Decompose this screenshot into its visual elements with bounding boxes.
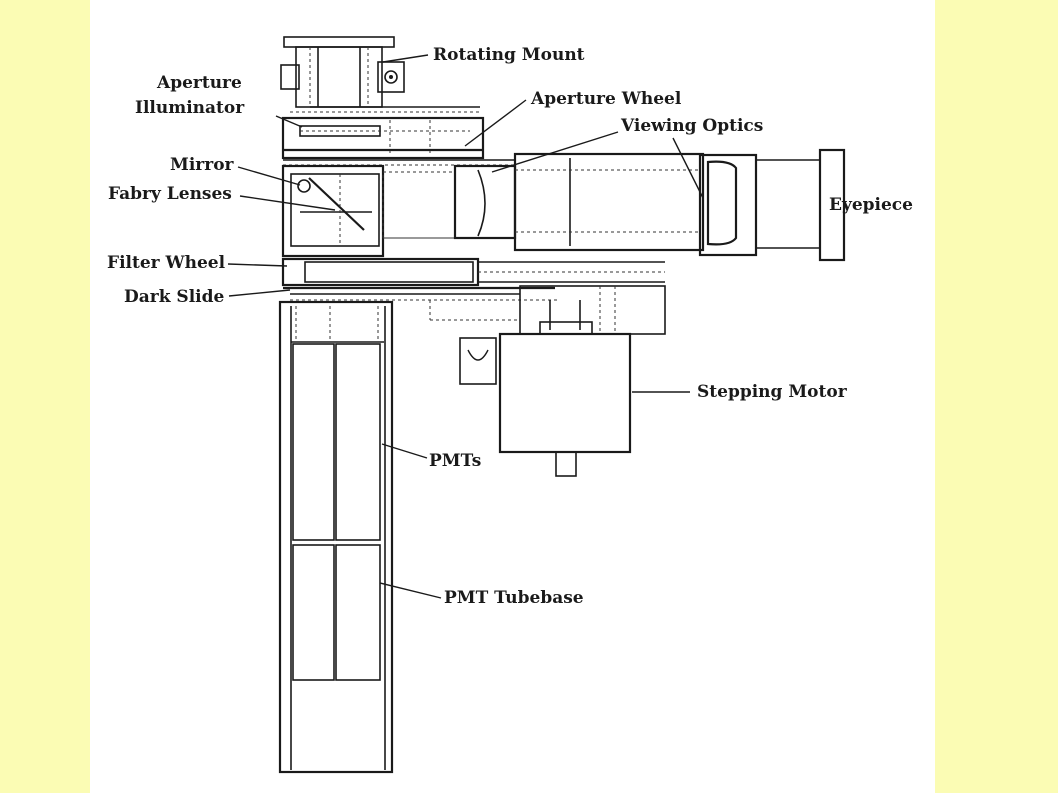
- aperture-housing: [281, 116, 516, 166]
- filter-wheel-assembly: [281, 257, 666, 335]
- label-eyepiece: Eyepiece: [829, 195, 913, 215]
- viewing-optics: [453, 148, 846, 262]
- rotating-mount: [280, 36, 480, 113]
- pmt-tower: [278, 300, 394, 774]
- stepping-motor: [459, 300, 632, 477]
- label-rotating-mount: Rotating Mount: [433, 45, 585, 65]
- label-viewing-optics: Viewing Optics: [620, 116, 763, 136]
- label-mirror: Mirror: [170, 155, 235, 175]
- label-dark-slide: Dark Slide: [124, 287, 224, 307]
- diagram-panel: [90, 0, 935, 793]
- label-pmt-tubebase: PMT Tubebase: [444, 588, 584, 608]
- label-stepping-motor: Stepping Motor: [697, 382, 848, 402]
- label-aperture-wheel: Aperture Wheel: [530, 89, 682, 109]
- label-aperture-illuminator-line2: Illuminator: [135, 98, 245, 118]
- label-fabry-lenses: Fabry Lenses: [108, 184, 232, 204]
- label-filter-wheel: Filter Wheel: [107, 253, 226, 273]
- label-aperture-illuminator-line1: Aperture: [156, 73, 242, 93]
- label-pmts: PMTs: [429, 451, 481, 471]
- leader-lines: [227, 54, 704, 599]
